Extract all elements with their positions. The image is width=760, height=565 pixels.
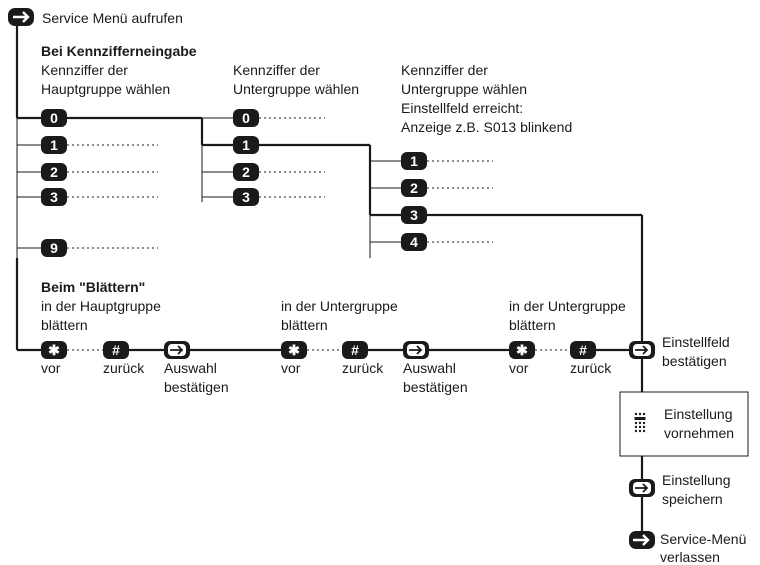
browse-sub2-back-label: zurück (570, 360, 612, 376)
keypad-icon (634, 412, 646, 433)
hash-icon: # (351, 342, 359, 358)
browse-sub1-star-key: ✱ (281, 341, 307, 359)
entry-heading: Bei Kennzifferneingabe (41, 43, 197, 59)
sub-key-0: 0 (233, 109, 259, 127)
main-group-hint-line2: Hauptgruppe wählen (41, 81, 170, 97)
field-key-4-label: 4 (410, 234, 418, 250)
field-key-2: 2 (401, 179, 427, 197)
main-key-3-label: 3 (50, 189, 58, 205)
browse-sub1-back-label: zurück (342, 360, 384, 376)
main-key-9-label: 9 (50, 240, 58, 256)
browse-sub1-forward-label: vor (281, 360, 301, 376)
browse-main-line1: in der Hauptgruppe (41, 298, 161, 314)
arrow-right-icon (633, 534, 650, 546)
save-setting-key (629, 479, 655, 497)
start-label: Service Menü aufrufen (42, 10, 183, 26)
sub-group-hint-line1: Kennziffer der (233, 62, 320, 78)
confirm-field-line1: Einstellfeld (662, 334, 730, 350)
sub-key-1-label: 1 (242, 137, 250, 153)
confirm-arrow-icon (170, 345, 184, 355)
browse-sub1-confirm-line1: Auswahl (403, 360, 456, 376)
confirm-arrow-icon (635, 345, 649, 355)
main-group-hint-line1: Kennziffer der (41, 62, 128, 78)
save-setting-line2: speichern (662, 491, 723, 507)
browse-sub1-confirm-line2: bestätigen (403, 379, 468, 395)
browse-heading: Beim "Blättern" (41, 279, 145, 295)
browse-main-confirm-key (164, 341, 190, 359)
browse-sub1-line1: in der Untergruppe (281, 298, 398, 314)
sub-key-3: 3 (233, 188, 259, 206)
field-hint-line4: Anzeige z.B. S013 blinkend (401, 119, 572, 135)
browse-sub1-hash-key: # (342, 341, 368, 359)
browse-main-back-label: zurück (103, 360, 145, 376)
main-key-9: 9 (41, 239, 67, 257)
field-hint-line3: Einstellfeld erreicht: (401, 100, 523, 116)
make-setting-box (619, 391, 749, 457)
main-key-1-label: 1 (50, 137, 58, 153)
sub-key-3-label: 3 (242, 189, 250, 205)
browse-main-forward-label: vor (41, 360, 61, 376)
hash-icon: # (579, 342, 587, 358)
star-icon: ✱ (516, 342, 528, 358)
field-key-1-label: 1 (410, 153, 418, 169)
hash-icon: # (112, 342, 120, 358)
browse-sub2-line1: in der Untergruppe (509, 298, 626, 314)
confirm-field-line2: bestätigen (662, 353, 727, 369)
browse-sub1-line2: blättern (281, 317, 328, 333)
field-key-4: 4 (401, 233, 427, 251)
browse-sub2-star-key: ✱ (509, 341, 535, 359)
field-key-2-label: 2 (410, 180, 418, 196)
star-icon: ✱ (48, 342, 60, 358)
browse-sub2-hash-key: # (570, 341, 596, 359)
main-key-1: 1 (41, 136, 67, 154)
main-key-2-label: 2 (50, 164, 58, 180)
browse-sub1-confirm-key (403, 341, 429, 359)
confirm-arrow-icon (635, 483, 649, 493)
browse-sub2-line2: blättern (509, 317, 556, 333)
exit-menu-line2: verlassen (660, 549, 720, 565)
browse-main-line2: blättern (41, 317, 88, 333)
field-key-3: 3 (401, 206, 427, 224)
browse-main-hash-key: # (103, 341, 129, 359)
browse-main-confirm-line2: bestätigen (164, 379, 229, 395)
field-key-1: 1 (401, 152, 427, 170)
make-setting-line2: vornehmen (664, 425, 734, 441)
main-key-3: 3 (41, 188, 67, 206)
exit-menu-line1: Service-Menü (660, 531, 746, 547)
sub-group-hint-line2: Untergruppe wählen (233, 81, 359, 97)
arrow-right-icon (13, 11, 30, 23)
field-key-3-label: 3 (410, 207, 418, 223)
confirm-field-key (629, 341, 655, 359)
star-icon: ✱ (288, 342, 300, 358)
browse-main-star-key: ✱ (41, 341, 67, 359)
field-hint-line1: Kennziffer der (401, 62, 488, 78)
sub-key-1: 1 (233, 136, 259, 154)
sub-key-2: 2 (233, 163, 259, 181)
exit-menu-key (629, 531, 655, 549)
save-setting-line1: Einstellung (662, 472, 731, 488)
field-hint-line2: Untergruppe wählen (401, 81, 527, 97)
browse-sub2-forward-label: vor (509, 360, 529, 376)
main-key-0: 0 (41, 109, 67, 127)
main-key-0-label: 0 (50, 110, 58, 126)
confirm-arrow-icon (409, 345, 423, 355)
sub-key-0-label: 0 (242, 110, 250, 126)
main-key-2: 2 (41, 163, 67, 181)
browse-main-confirm-line1: Auswahl (164, 360, 217, 376)
make-setting-line1: Einstellung (664, 406, 733, 422)
start-key (8, 8, 34, 26)
sub-key-2-label: 2 (242, 164, 250, 180)
